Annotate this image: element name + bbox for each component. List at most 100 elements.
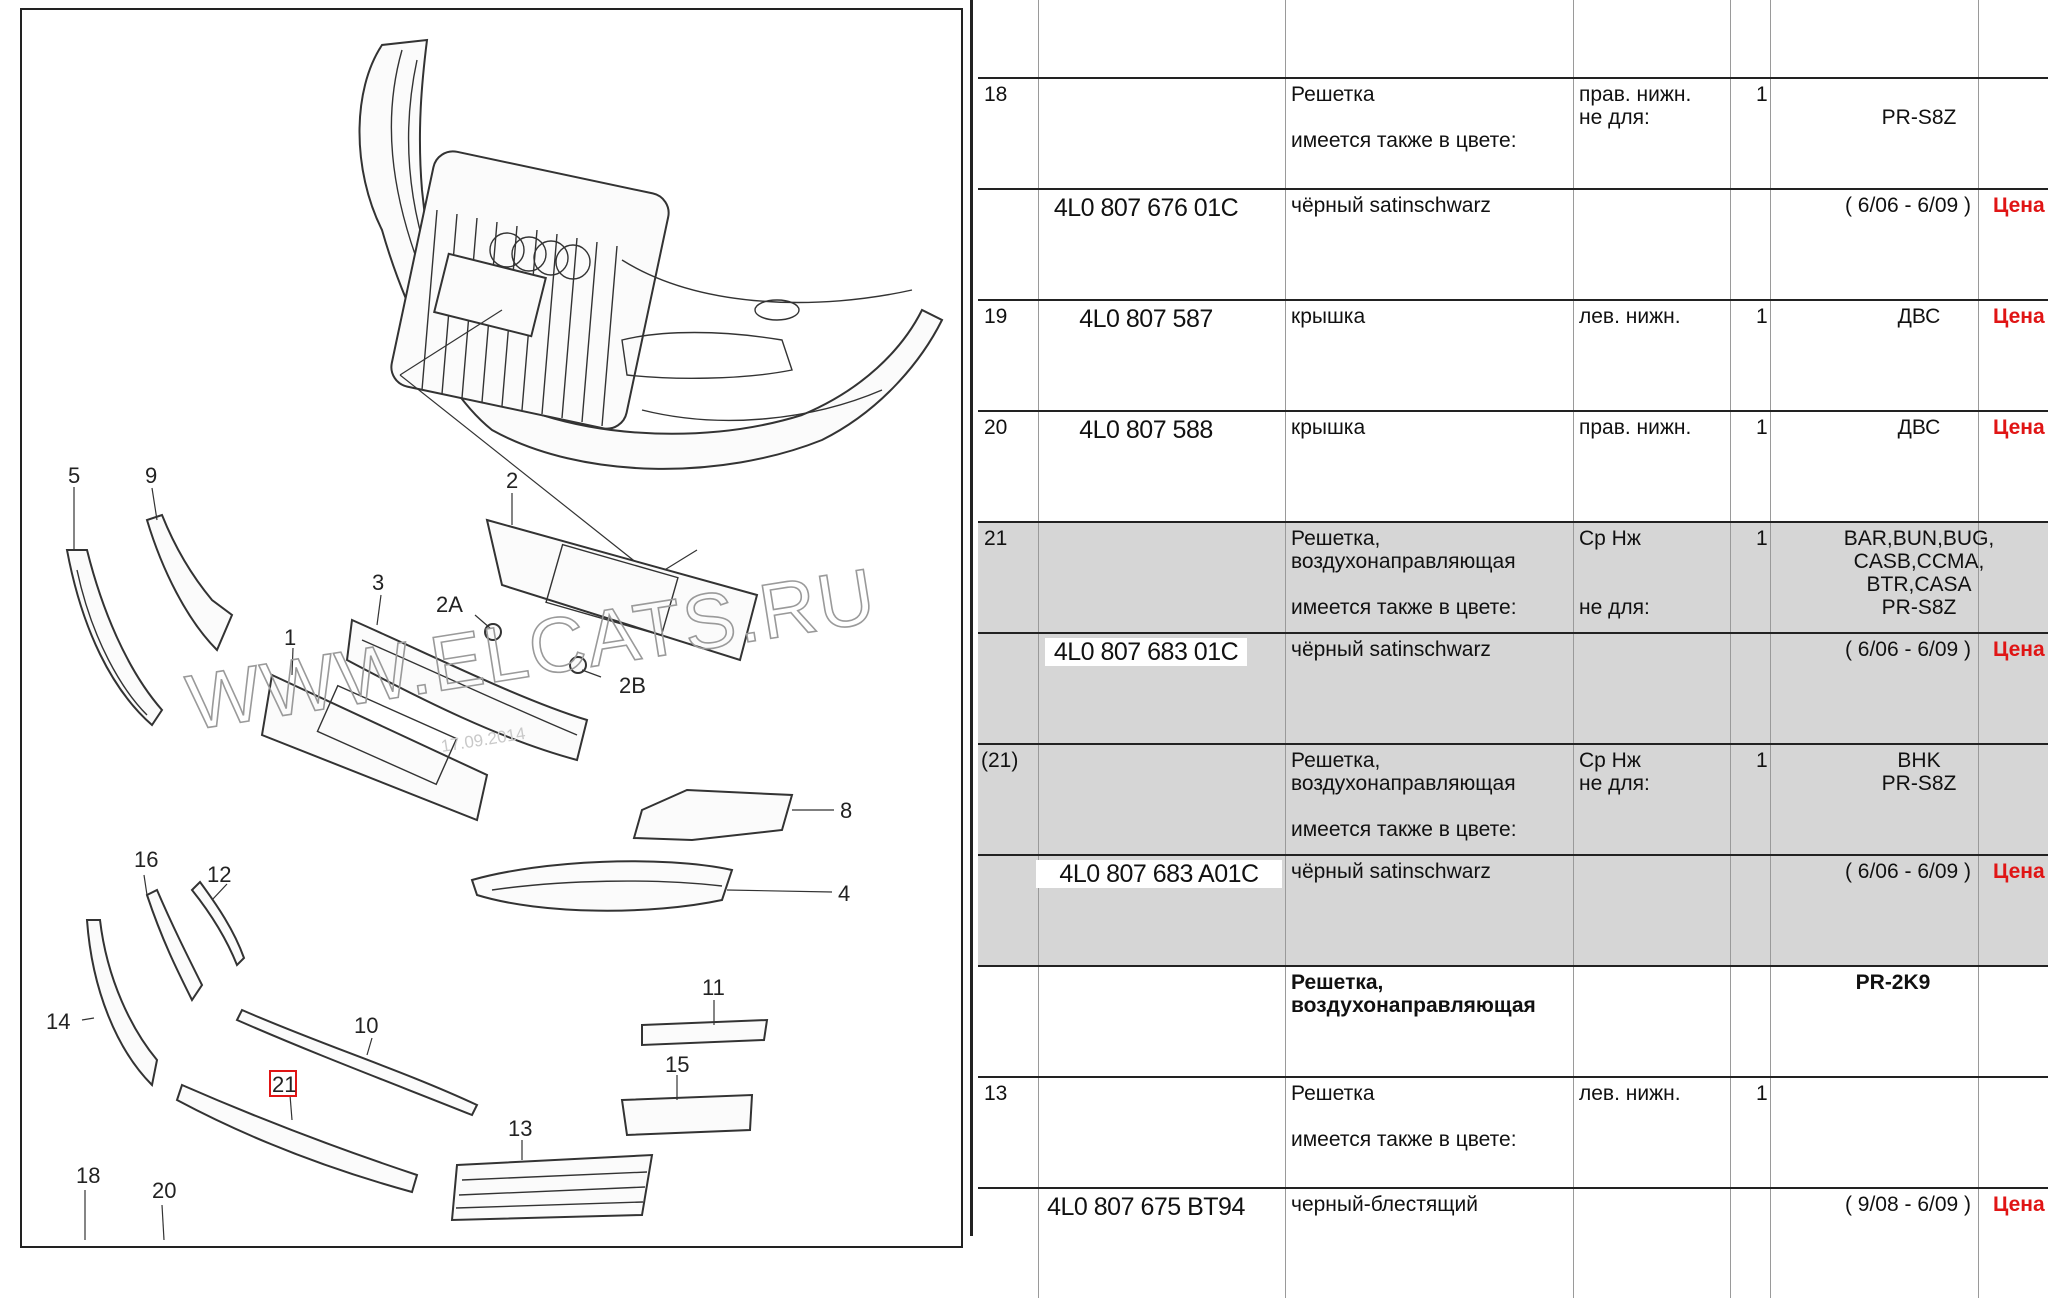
validity-dates: ( 6/06 - 6/09 ) (1844, 860, 1972, 883)
part-number[interactable]: 4L0 807 587 (1079, 305, 1213, 333)
price-link[interactable]: Цена (1993, 1193, 2045, 1216)
price-link[interactable]: Цена (1993, 194, 2045, 217)
exploded-view-drawing: WWW.ELCATS.RU 17.09.2014 5 9 2 3 2A 2B 1… (46, 38, 944, 1241)
part-description: Решетка, воздухонаправляющая имеется так… (1291, 749, 1517, 841)
part-note: прав. нижн. не для: (1579, 83, 1692, 129)
part-quantity: 1 (1756, 1082, 1768, 1105)
callout-2a[interactable]: 2A (436, 592, 463, 617)
part-description: Решетка, воздухонаправляющая (1291, 971, 1536, 1017)
front-bumper-assembly (358, 38, 944, 591)
part-number[interactable]: 4L0 807 675 BT94 (1047, 1193, 1245, 1221)
part-5-side-grille (65, 549, 164, 727)
callout-21[interactable]: 21 (272, 1072, 296, 1097)
part-number[interactable]: 4L0 807 676 01C (1053, 194, 1239, 222)
part-note: Ср Нж не для: (1579, 527, 1650, 619)
part-description: черный-блестящий (1291, 1193, 1478, 1216)
part-8-bracket (632, 788, 794, 842)
callout-3[interactable]: 3 (372, 570, 384, 595)
part-quantity: 1 (1756, 527, 1768, 550)
part-2-plate-bracket (485, 518, 759, 662)
position-number: 18 (984, 83, 1008, 106)
position-number: (21) (981, 749, 1019, 772)
table-row: 4L0 807 683 A01C чёрный satinschwarz ( 6… (978, 854, 2048, 965)
part-15-cover (620, 1093, 754, 1137)
part-14-side-grille (85, 919, 159, 1088)
parts-list-table: 18 Решетка имеется также в цвете: прав. … (978, 0, 2048, 1298)
part-quantity: 1 (1756, 416, 1768, 439)
part-description: Решетка имеется также в цвете: (1291, 1082, 1517, 1151)
callout-1[interactable]: 1 (284, 625, 296, 650)
table-row: 19 4L0 807 587 крышка лев. нижн. 1 ДВС Ц… (978, 299, 2048, 410)
part-12-strip (190, 880, 246, 967)
part-description: крышка (1291, 416, 1366, 439)
callout-16[interactable]: 16 (134, 847, 158, 872)
table-row: 4L0 807 675 BT94 черный-блестящий ( 9/08… (978, 1187, 2048, 1298)
part-9-trim (145, 513, 234, 652)
part-description: чёрный satinschwarz (1291, 194, 1491, 217)
callout-labels: 5 9 2 3 2A 2B 1 8 4 16 12 14 10 11 15 13… (46, 463, 852, 1203)
part-description: чёрный satinschwarz (1291, 638, 1491, 661)
position-number: 21 (984, 527, 1008, 550)
license-plate-area (433, 252, 547, 338)
part-codes: PR-S8Z (1881, 106, 1957, 129)
part-note: лев. нижн. (1579, 1082, 1681, 1105)
part-16-strip (145, 888, 204, 1002)
watermark-date: 17.09.2014 (440, 724, 527, 756)
part-codes: BHK PR-S8Z (1881, 749, 1957, 795)
screw-2b-icon (569, 656, 587, 674)
callout-18[interactable]: 18 (76, 1163, 100, 1188)
part-number[interactable]: 4L0 807 588 (1079, 416, 1213, 444)
part-4-fog-grille (470, 860, 734, 912)
callout-20[interactable]: 20 (152, 1178, 176, 1203)
part-note: лев. нижн. (1579, 305, 1681, 328)
callout-11[interactable]: 11 (702, 975, 725, 1000)
callout-12[interactable]: 12 (207, 862, 231, 887)
callout-13[interactable]: 13 (508, 1116, 532, 1141)
table-row: 13 Решетка имеется также в цвете: лев. н… (978, 1076, 2048, 1187)
table-row: 18 Решетка имеется также в цвете: прав. … (978, 77, 2048, 188)
position-number: 20 (984, 416, 1008, 439)
callout-10[interactable]: 10 (354, 1013, 378, 1038)
table-row: 4L0 807 676 01C чёрный satinschwarz ( 6/… (978, 188, 2048, 299)
part-11-cover (641, 1018, 769, 1047)
part-note: Ср Нж не для: (1579, 749, 1650, 795)
callout-2b[interactable]: 2B (619, 673, 646, 698)
callout-2[interactable]: 2 (506, 468, 518, 493)
callout-14[interactable]: 14 (46, 1009, 70, 1034)
callout-9[interactable]: 9 (145, 463, 157, 488)
part-quantity: 1 (1756, 749, 1768, 772)
audi-rings-logo (489, 232, 591, 280)
position-number: 19 (984, 305, 1008, 328)
part-quantity: 1 (1756, 305, 1768, 328)
price-link[interactable]: Цена (1993, 860, 2045, 883)
price-link[interactable]: Цена (1993, 638, 2045, 661)
part-1-plate (260, 673, 489, 822)
part-note: прав. нижн. (1579, 416, 1692, 439)
part-description: чёрный satinschwarz (1291, 860, 1491, 883)
screw-2a-icon (484, 623, 502, 641)
part-description: Решетка, воздухонаправляющая имеется так… (1291, 527, 1517, 619)
callout-15[interactable]: 15 (665, 1052, 689, 1077)
position-number: 13 (984, 1082, 1008, 1105)
table-row: (21) Решетка, воздухонаправляющая имеетс… (978, 743, 2048, 854)
table-row: 20 4L0 807 588 крышка прав. нижн. 1 ДВС … (978, 410, 2048, 521)
part-codes: PR-2K9 (1855, 971, 1931, 994)
part-quantity: 1 (1756, 83, 1768, 106)
validity-dates: ( 6/06 - 6/09 ) (1844, 194, 1972, 217)
callout-4[interactable]: 4 (838, 881, 850, 906)
part-number[interactable]: 4L0 807 683 A01C (1036, 860, 1282, 888)
part-10-strip (235, 1008, 479, 1117)
table-row (978, 0, 2048, 78)
part-3-trim-strip (345, 618, 589, 762)
parts-diagram: WWW.ELCATS.RU 17.09.2014 5 9 2 3 2A 2B 1… (20, 8, 963, 1248)
table-row: 21 Решетка, воздухонаправляющая имеется … (978, 521, 2048, 632)
part-codes: BAR,BUN,BUG, CASB,CCMA, BTR,CASA PR-S8Z (1843, 527, 1995, 619)
part-description: крышка (1291, 305, 1366, 328)
callout-8[interactable]: 8 (840, 798, 852, 823)
part-codes: ДВС (1897, 305, 1941, 328)
price-link[interactable]: Цена (1993, 416, 2045, 439)
callout-5[interactable]: 5 (68, 463, 80, 488)
part-number[interactable]: 4L0 807 683 01C (1045, 638, 1247, 666)
table-row: 4L0 807 683 01C чёрный satinschwarz ( 6/… (978, 632, 2048, 743)
price-link[interactable]: Цена (1993, 305, 2045, 328)
